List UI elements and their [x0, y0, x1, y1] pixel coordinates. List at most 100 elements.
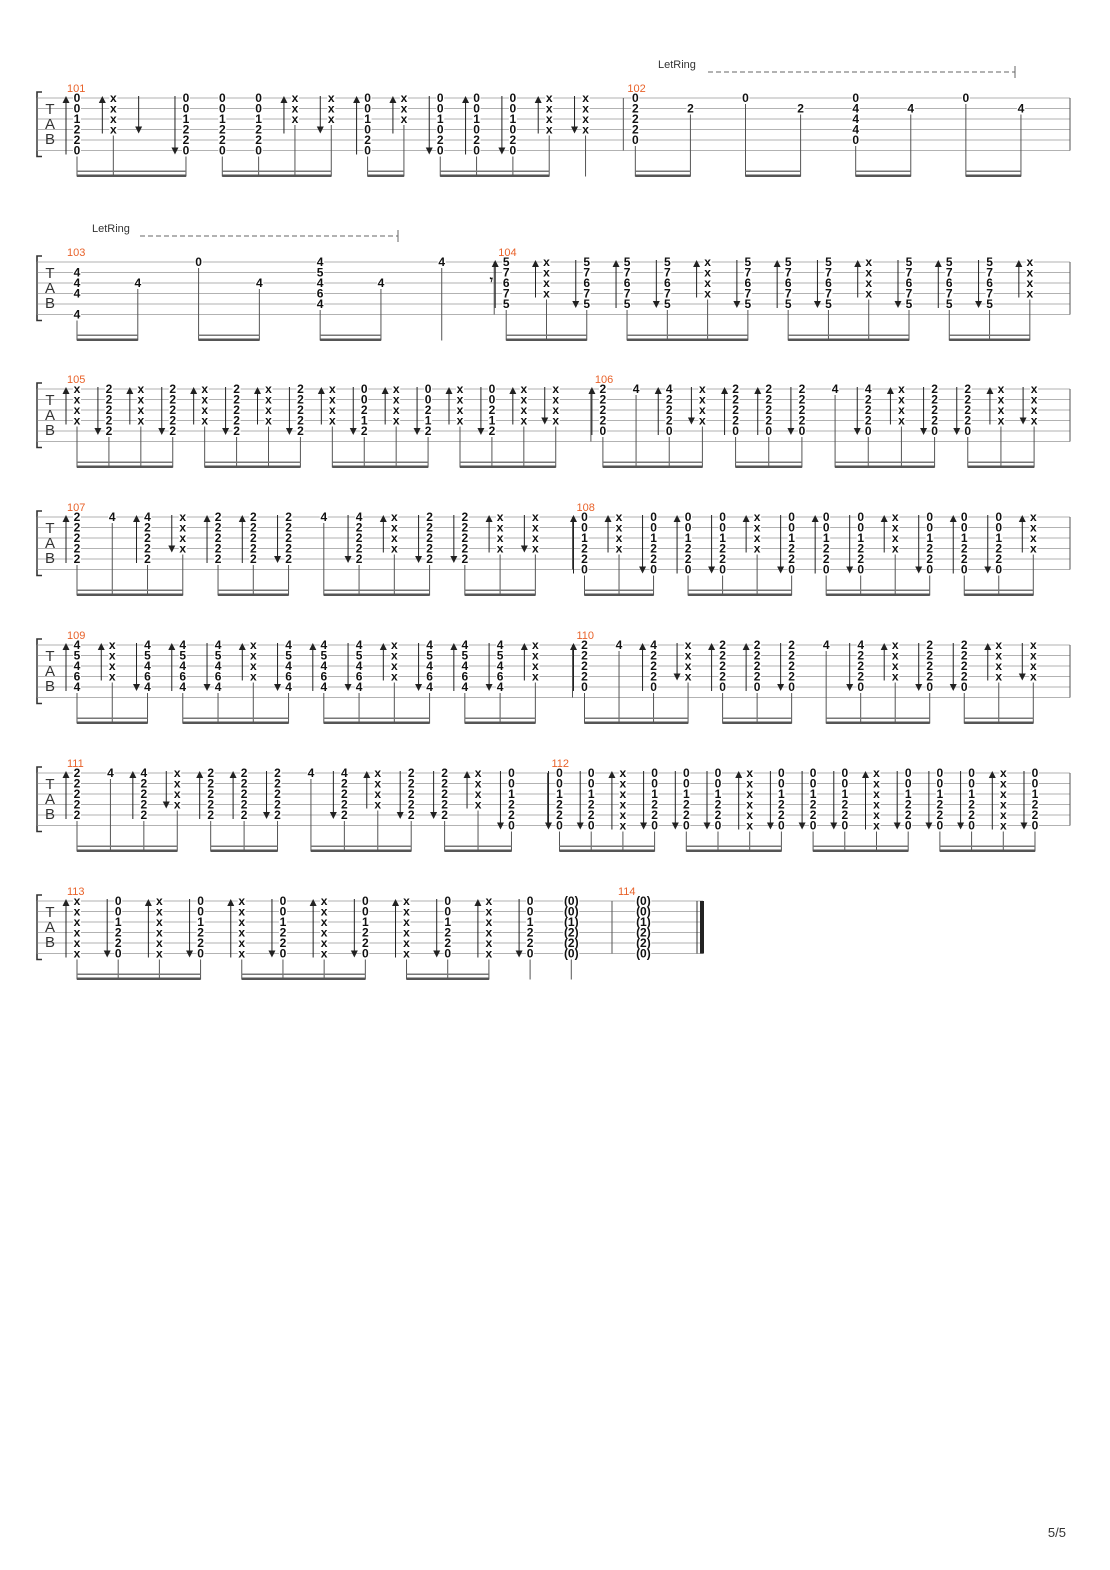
fret-backing: [581, 93, 590, 103]
fret-number: 0: [600, 424, 607, 438]
fret-number: 6: [825, 276, 832, 290]
fret-number: 0: [183, 144, 190, 158]
muted-string-mark: x: [74, 393, 81, 407]
fret-number: 0: [362, 947, 369, 961]
strum-down-icon: [168, 545, 176, 553]
fret-number: 2: [964, 382, 971, 396]
fret-backing: [173, 778, 182, 789]
fret-backing: [1029, 671, 1038, 682]
fret-backing: [264, 415, 273, 426]
strum-down-icon: [853, 428, 861, 435]
fret-backing: [240, 799, 249, 810]
muted-string-mark: x: [391, 670, 398, 684]
fret-backing: [376, 278, 385, 288]
fret-backing: [319, 682, 328, 692]
fret-number: 2: [964, 403, 971, 417]
strum-up-icon: [253, 387, 261, 394]
fret-backing: [373, 778, 382, 789]
fret-backing: [424, 415, 433, 426]
fret-number: 5: [583, 297, 590, 311]
fret-backing: [994, 640, 1003, 650]
strum-down-icon: [263, 812, 271, 819]
chord: 4: [632, 382, 641, 468]
muted-string-mark: x: [1000, 766, 1007, 780]
fret-backing: [555, 778, 564, 789]
fret-backing: [443, 917, 452, 927]
fret-number: 2: [341, 787, 348, 801]
fret-backing: [363, 103, 372, 114]
strum-up-icon: [773, 260, 781, 267]
fret-number: 0: [650, 680, 657, 694]
fret-number: 0: [841, 819, 848, 833]
muted-string-mark: x: [1030, 659, 1037, 673]
fret-number: 2: [841, 798, 848, 812]
fret-number: 2: [650, 542, 657, 556]
fret-backing: [840, 789, 849, 799]
fret-number: 2: [461, 531, 468, 545]
fret-number: 2: [215, 542, 222, 556]
fret-backing: [698, 415, 707, 426]
fret-number: 0: [527, 894, 534, 908]
fret-number: 0: [968, 819, 975, 833]
strum-up-icon: [62, 96, 70, 103]
fret-backing: [436, 93, 445, 103]
strum-up-icon: [129, 771, 137, 778]
fret-backing: [508, 103, 517, 114]
fret-number: 0: [799, 424, 806, 438]
fret-number: 7: [906, 266, 913, 280]
fret-backing: [181, 103, 190, 114]
fret-backing: [582, 299, 591, 309]
fret-number: 2: [732, 382, 739, 396]
muted-string-mark: x: [546, 102, 553, 116]
fret-number: 0: [685, 521, 692, 535]
fret-number: 0: [437, 144, 444, 158]
muted-string-mark: x: [552, 403, 559, 417]
strum-up-icon: [280, 96, 288, 103]
fret-backing: [181, 124, 190, 135]
fret-backing: [254, 145, 263, 156]
fret-backing: [935, 768, 944, 778]
fret-backing: [1030, 384, 1039, 394]
fret-backing: [684, 650, 693, 661]
fret-backing: [598, 384, 607, 394]
fret-backing: [581, 103, 590, 114]
fret-number: 0: [444, 947, 451, 961]
let-ring-label: LetRing: [658, 59, 696, 71]
muted-string-mark: x: [873, 766, 880, 780]
muted-string-mark: x: [746, 787, 753, 801]
strum-up-icon: [742, 643, 750, 650]
beam-secondary: [440, 170, 550, 172]
fret-backing: [273, 789, 282, 799]
chord: 4: [1016, 102, 1025, 177]
fret-number: 6: [74, 670, 81, 684]
fret-number: 2: [788, 649, 795, 663]
fret-backing: [930, 384, 939, 394]
strum-down-icon: [545, 822, 553, 830]
fret-number: 0: [968, 766, 975, 780]
muted-string-mark: x: [179, 521, 186, 535]
fret-number: 2: [788, 552, 795, 566]
fret-backing: [173, 768, 182, 778]
fret-backing: [904, 257, 913, 267]
fret-backing: [960, 554, 969, 564]
muted-string-mark: x: [238, 894, 245, 908]
fret-number: 4: [215, 680, 222, 694]
fret-backing: [891, 512, 900, 522]
fret-number: 2: [926, 670, 933, 684]
fret-backing: [718, 640, 727, 650]
strum-down-icon: [186, 950, 194, 958]
tab-system: TAB113xxxxxx001220xxxxxx001220xxxxxx0012…: [36, 886, 704, 980]
fret-backing: [985, 278, 994, 288]
fret-number: 0: [841, 777, 848, 791]
fret-backing: [254, 124, 263, 135]
fret-backing: [319, 640, 328, 650]
fret-number: 2: [140, 787, 147, 801]
